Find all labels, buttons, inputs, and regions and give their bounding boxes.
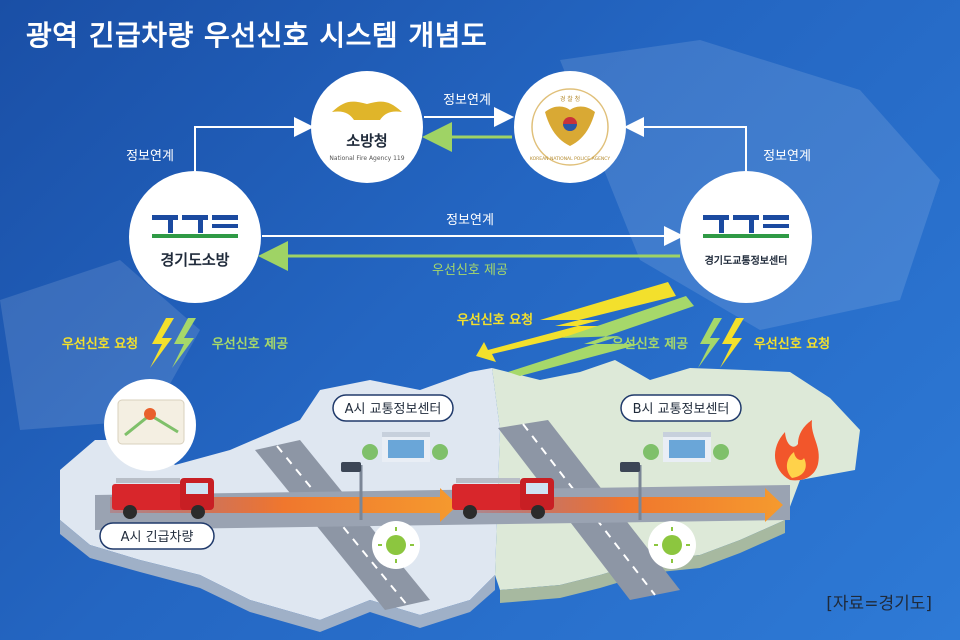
vehicle-text: A시 긴급차량 [121,530,194,545]
signal-request-bolt-left [150,318,174,368]
gg-traffic-name: 경기도교통정보센터 [705,254,788,267]
navigation-device-icon [104,379,196,471]
signal-provide-bolt-large [508,296,694,376]
center-a-label: A시 교통정보센터 [332,394,454,422]
label-signal-provide-left: 우선신호 제공 [212,336,288,352]
fire-agency-sub: National Fire Agency 119 [329,155,404,162]
signal-request-bolt-large [476,282,676,362]
node-gg-traffic: 경기도교통정보센터 [680,171,812,303]
gg-fire-name: 경기도소방 [160,251,229,269]
green-signal-b-icon [648,521,696,569]
label-signal-provide-middle: 우선신호 제공 [432,263,508,278]
source-credit: [자료=경기도] [826,594,932,614]
police-ring-text: KOREAN NATIONAL POLICE AGENCY [530,156,610,162]
small-bolts-left [150,318,196,368]
green-signal-a-icon [372,521,420,569]
fire-truck-a-icon [112,478,214,519]
label-signal-provide-right: 우선신호 제공 [612,336,688,352]
label-info-link-top: 정보연계 [443,93,491,108]
small-bolts-right [698,318,744,368]
diagram-title: 광역 긴급차량 우선신호 시스템 개념도 [26,19,488,52]
center-b-text: B시 교통정보센터 [633,402,730,417]
vehicle-label: A시 긴급차량 [99,522,215,550]
label-info-link-middle: 정보연계 [446,213,494,228]
gyeonggi-logo-icon [152,215,238,238]
label-info-link-right: 정보연계 [763,149,811,164]
label-signal-request-left: 우선신호 요청 [62,336,138,352]
signal-request-bolt-right [720,318,744,368]
signal-provide-bolt-right [698,318,722,368]
center-b-label: B시 교통정보센터 [620,394,742,422]
building-a-icon [362,432,448,462]
label-signal-request-right: 우선신호 요청 [754,336,830,352]
fire-agency-name: 소방청 [346,132,387,150]
label-signal-request-center: 우선신호 요청 [457,312,533,328]
emergency-route-arrow [110,488,783,522]
fire-icon [774,420,819,481]
label-info-link-left: 정보연계 [126,149,174,164]
traffic-light-b-icon [620,462,642,520]
node-police: 경 찰 청 KOREAN NATIONAL POLICE AGENCY [514,71,626,183]
police-top-text: 경 찰 청 [560,95,580,103]
node-fire-agency: 소방청 National Fire Agency 119 [311,71,423,183]
traffic-light-a-icon [341,462,363,520]
center-a-text: A시 교통정보센터 [345,402,442,417]
node-gg-fire: 경기도소방 [129,171,261,303]
signal-provide-bolt-left [172,318,196,368]
building-b-icon [643,432,729,462]
gyeonggi-logo-icon [703,215,789,238]
fire-truck-b-icon [452,478,554,519]
